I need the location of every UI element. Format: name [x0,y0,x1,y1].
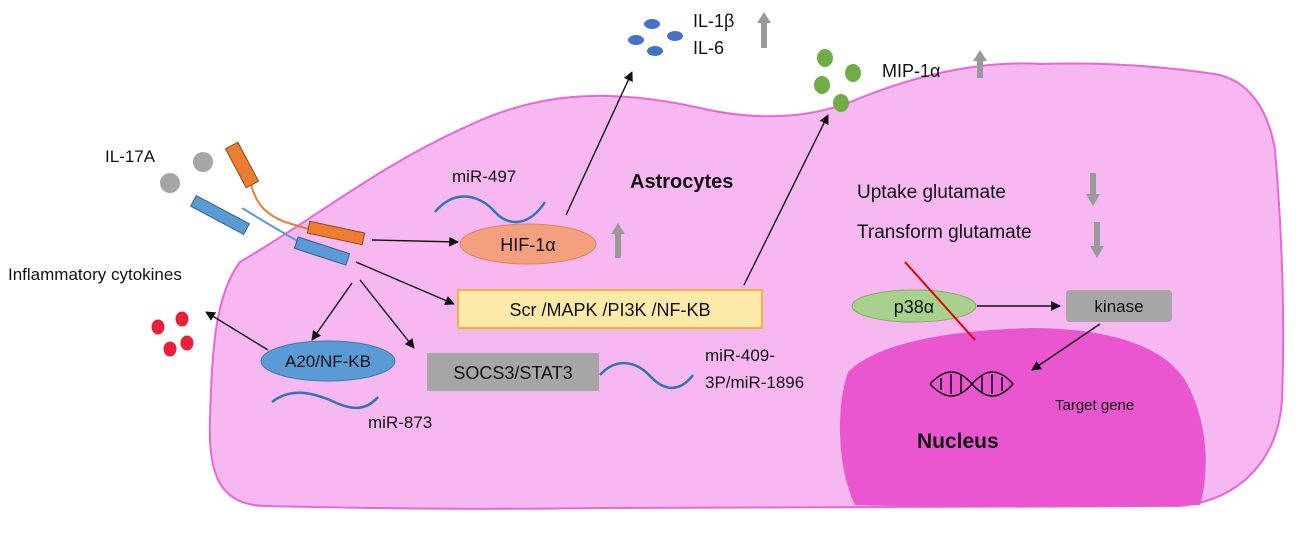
mir497-label: miR-497 [452,167,516,186]
target-gene-label: Target gene [1055,397,1134,414]
mip1a-label: MIP-1α [882,61,940,81]
astrocytes-label: Astrocytes [630,171,733,193]
down-arrow-icon [1090,222,1104,258]
kinase-box [1066,290,1172,322]
arrow-receptor-to-a20 [311,282,353,341]
pathway-arrows [205,71,1101,371]
mip1a-cytokines [814,49,861,112]
nucleus-label: Nucleus [917,430,999,453]
kinase-label: kinase [1094,297,1143,316]
up-arrow-icon [611,223,625,258]
arrow-a20-to-inflammatory [205,311,269,351]
il1b-il6-cytokines [628,19,683,56]
inhibition-cross-line [904,261,976,341]
nucleus [839,328,1206,508]
socs3-stat3-label: SOCS3/STAT3 [453,363,572,383]
up-arrow-icon [757,12,771,48]
mir409-strand [599,361,694,390]
mir873-strand [271,391,379,410]
a20-nfkb-label: A20/NF-KB [285,352,371,371]
mir409-label-line1: miR-409- [705,346,775,365]
il17a-label: IL-17A [105,147,156,166]
socs3-stat3-box [427,353,599,391]
a20-nfkb-node [260,340,396,382]
up-arrow-icon [973,50,987,78]
dna-icon [929,371,1014,397]
down-arrow-icon [1086,173,1100,206]
arrow-hif1a-to-il1b [565,71,633,216]
arrow-receptor-to-scr-pathway [355,261,455,306]
mir873-label: miR-873 [368,413,432,432]
hif1a-node [459,223,597,265]
arrow-kinase-to-nucleus [1031,323,1101,371]
arrow-scr-to-mip1a [743,114,829,286]
p38a-node [851,289,977,323]
inflammatory-cytokines-label: Inflammatory cytokines [8,265,182,284]
scr-pathway-label: Scr /MAPK /PI3K /NF-KB [509,300,710,320]
mir497-strand [434,195,547,224]
transform-glutamate-label: Transform glutamate [857,222,1032,243]
il17-receptor [190,141,366,266]
p38a-label: p38α [894,297,934,317]
il17a-ligand [193,152,213,172]
uptake-glutamate-label: Uptake glutamate [857,182,1006,203]
inflammatory-cytokines [150,310,195,358]
mir409-label-line2: 3P/miR-1896 [705,373,804,392]
scr-mapk-pi3k-nfkb-box [457,289,763,329]
hif1a-label: HIF-1α [500,235,555,255]
arrow-receptor-to-hif1a [371,236,459,247]
il1b-label: IL-1β [693,11,734,31]
arrow-receptor-to-socs3 [359,279,415,349]
il6-label: IL-6 [693,38,724,58]
il17a-ligand [160,173,180,193]
